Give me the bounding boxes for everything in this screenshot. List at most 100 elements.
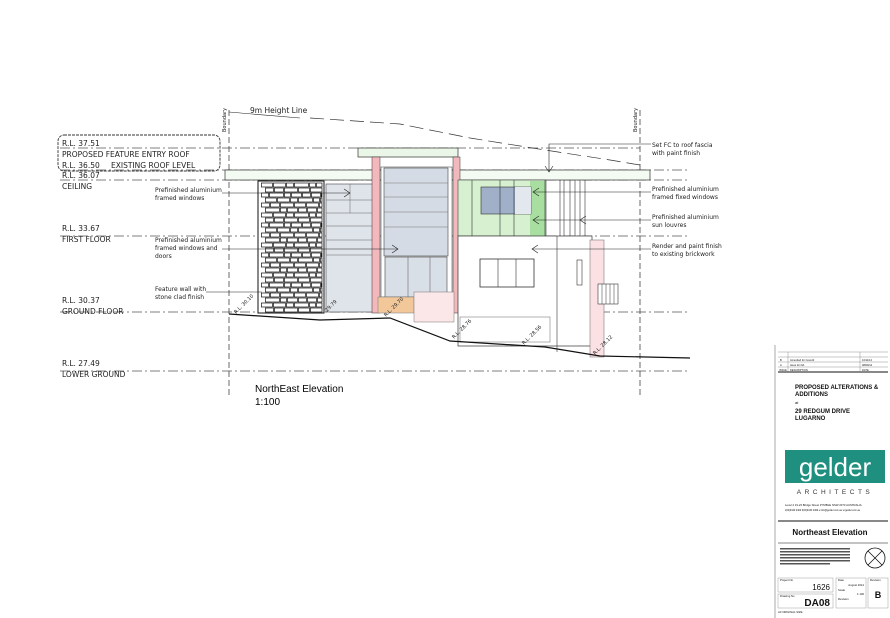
revision-desc: Amended for Council xyxy=(790,358,815,362)
stone xyxy=(311,282,321,288)
stone xyxy=(298,187,310,193)
stone xyxy=(273,182,286,188)
stone xyxy=(286,182,294,188)
level-name: FIRST FLOOR xyxy=(62,235,111,244)
stone xyxy=(261,272,273,278)
annotation-text: with paint finish xyxy=(652,150,700,157)
building-elevation xyxy=(224,147,691,359)
revision-id: B xyxy=(780,358,782,362)
stone xyxy=(291,222,302,228)
stone xyxy=(291,252,302,258)
annotation-text: sun louvres xyxy=(652,222,686,229)
level-rl: R.L. 33.67 xyxy=(62,224,100,233)
stone xyxy=(270,202,280,208)
level-rl: R.L. 30.37 xyxy=(62,296,100,305)
stone xyxy=(265,217,274,223)
stone xyxy=(306,262,319,268)
stone xyxy=(294,232,306,238)
stone xyxy=(265,187,274,193)
stone xyxy=(290,257,298,263)
height-line: 9m Height Line xyxy=(228,106,641,166)
stone xyxy=(265,307,274,313)
project-at: at xyxy=(795,400,799,405)
stone xyxy=(277,257,290,263)
stone xyxy=(310,187,323,193)
stone xyxy=(310,217,323,223)
annotation-text: framed fixed windows xyxy=(652,194,718,201)
drawing-scale: 1:100 xyxy=(255,397,280,408)
stone xyxy=(309,212,316,218)
stone xyxy=(298,297,307,303)
level-rl: R.L. 36.07 xyxy=(62,171,100,180)
stone xyxy=(284,282,291,288)
stone xyxy=(306,202,319,208)
stone xyxy=(287,207,298,213)
stone xyxy=(280,207,287,213)
stone xyxy=(261,202,270,208)
stone xyxy=(302,252,311,258)
revision-desc: Issue for DA xyxy=(790,363,805,367)
stone xyxy=(294,202,306,208)
stone xyxy=(261,232,270,238)
level-name: GROUND FLOOR xyxy=(62,307,123,316)
annotation-text: Set FC to roof fascia xyxy=(652,142,713,149)
north-symbol-icon xyxy=(864,547,886,569)
stone xyxy=(265,277,274,283)
project-no: 1626 xyxy=(812,583,830,592)
stone xyxy=(261,282,269,288)
stone xyxy=(261,292,270,298)
stone xyxy=(320,287,323,293)
revision-id: ISSUE xyxy=(779,368,787,372)
balcony-balustrade xyxy=(597,283,619,305)
stone xyxy=(294,262,306,268)
stone xyxy=(309,272,316,278)
stone xyxy=(287,297,298,303)
stone xyxy=(294,242,309,248)
stone xyxy=(298,237,307,243)
stone xyxy=(306,232,319,238)
stone xyxy=(302,222,311,228)
stone xyxy=(265,257,277,263)
stone xyxy=(274,277,284,283)
window xyxy=(479,258,535,288)
stone xyxy=(298,227,313,233)
project-title: ADDITIONS xyxy=(795,392,828,398)
stone xyxy=(291,282,302,288)
stone xyxy=(317,297,323,303)
gelder-logo xyxy=(785,450,885,483)
annotation-text: to existing brickwork xyxy=(652,251,715,258)
stone xyxy=(319,232,323,238)
level-name: LOWER GROUND xyxy=(62,370,126,379)
annotation-text: Feature wall with xyxy=(155,286,206,293)
stone xyxy=(284,277,298,283)
stone xyxy=(265,267,280,273)
stone xyxy=(320,257,323,263)
stone xyxy=(319,202,323,208)
title-block: B Amended for Council 10/11/14 A Issue f… xyxy=(774,345,889,618)
stone xyxy=(269,282,284,288)
stone xyxy=(307,297,317,303)
stone xyxy=(317,207,323,213)
stone xyxy=(310,277,323,283)
sheet-size: A3 ORIGINAL SIZE xyxy=(778,610,803,614)
stone xyxy=(311,222,321,228)
annotations-right: Set FC to roof fascia with paint finish … xyxy=(531,142,722,258)
stone xyxy=(307,237,317,243)
stone xyxy=(273,302,286,308)
stone xyxy=(319,292,323,298)
revision-date: 08/09/14 xyxy=(862,363,873,367)
stone xyxy=(274,187,284,193)
stone xyxy=(320,197,323,203)
stone xyxy=(274,247,284,253)
stone xyxy=(270,292,280,298)
stone xyxy=(273,212,286,218)
stone xyxy=(261,262,270,268)
annotation-text: Prefinished aluminium xyxy=(155,237,222,244)
stone xyxy=(270,262,280,268)
stone xyxy=(261,252,269,258)
stone xyxy=(294,212,309,218)
stone xyxy=(261,182,273,188)
revision-date: 10/11/14 xyxy=(862,358,872,362)
stone xyxy=(309,182,316,188)
